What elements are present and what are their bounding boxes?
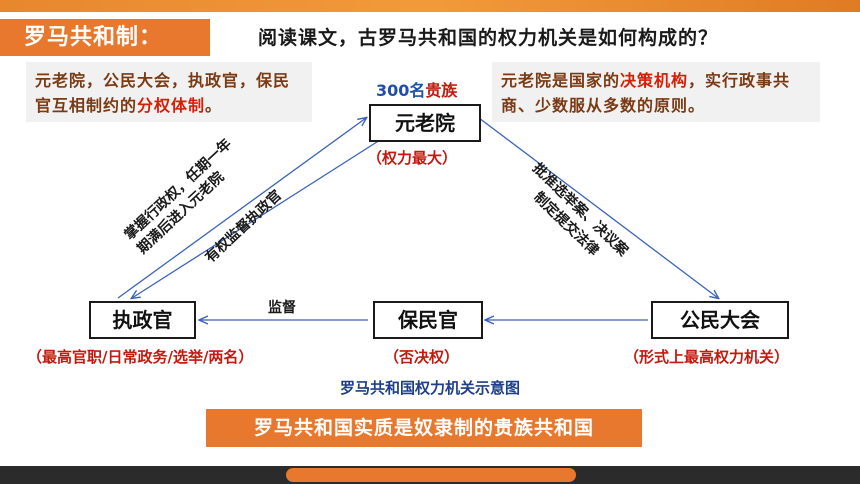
note-separation-of-powers: 元老院，公民大会，执政官，保民官互相制约的分权体制。 bbox=[26, 62, 312, 122]
question-text: 阅读课文，古罗马共和国的权力机关是如何构成的？ bbox=[258, 27, 719, 49]
bottom-accent-pill bbox=[286, 468, 576, 482]
section-title: 罗马共和制： bbox=[0, 19, 210, 56]
diagram-caption: 罗马共和国权力机关示意图 bbox=[339, 379, 520, 397]
senate-role: （权力最大） bbox=[367, 149, 458, 167]
tribune-role: （否决权） bbox=[384, 348, 460, 366]
node-consul: 执政官 bbox=[89, 301, 196, 339]
label-tribune-to-consul: 监督 bbox=[268, 300, 296, 316]
arrow-consul-to-senate bbox=[117, 118, 366, 299]
node-tribune: 保民官 bbox=[373, 301, 483, 339]
node-senate: 元老院 bbox=[369, 104, 481, 142]
note-right-prefix: 元老院是国家的 bbox=[501, 71, 621, 90]
senate-count-class: 贵族 bbox=[425, 81, 458, 100]
consul-role: （最高官职/日常政务/选举/两名） bbox=[27, 348, 254, 366]
assembly-role: （形式上最高权力机关） bbox=[624, 348, 790, 366]
senate-member-count: 300名贵族 bbox=[376, 77, 457, 101]
note-right-highlight: 决策机构 bbox=[620, 71, 689, 90]
arrow-senate-to-consul bbox=[132, 139, 381, 298]
conclusion-banner: 罗马共和国实质是奴隶制的贵族共和国 bbox=[206, 409, 642, 447]
note-left-highlight: 分权体制 bbox=[137, 96, 206, 115]
node-assembly: 公民大会 bbox=[651, 301, 789, 339]
note-left-text: 元老院，公民大会，执政官，保民官互相制约的 bbox=[35, 71, 291, 115]
senate-count-number: 300名 bbox=[376, 81, 426, 100]
note-left-suffix: 。 bbox=[205, 96, 223, 115]
note-senate-role: 元老院是国家的决策机构，实行政事共商、少数服从多数的原则。 bbox=[492, 62, 820, 122]
note-right-suffix: ，实行政事共商、少数服从多数的原则。 bbox=[501, 71, 791, 115]
arrow-senate-to-assembly bbox=[478, 117, 718, 298]
top-accent-bar bbox=[0, 0, 860, 12]
